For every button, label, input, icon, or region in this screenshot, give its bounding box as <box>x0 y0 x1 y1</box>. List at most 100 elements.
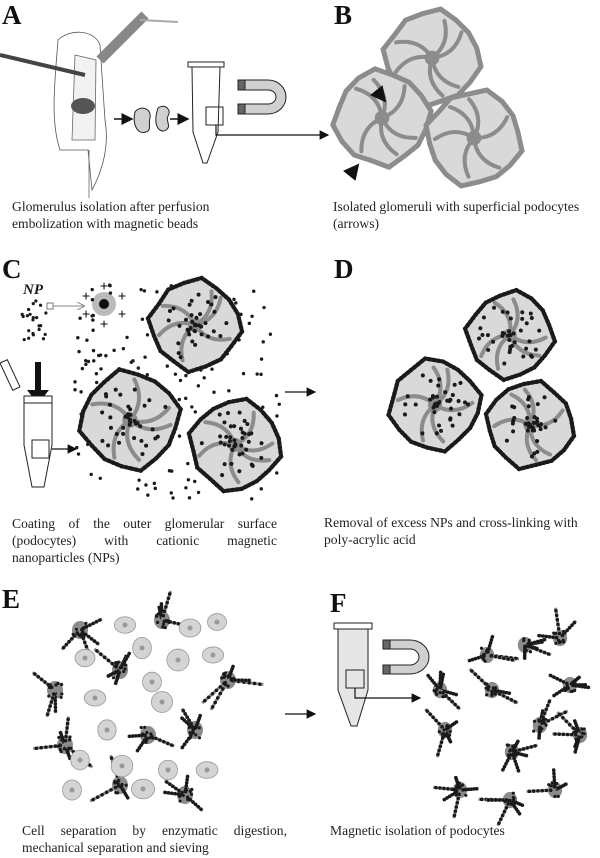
nanoparticle <box>481 315 486 320</box>
nanoparticle <box>255 372 259 376</box>
nanoparticle <box>466 787 471 792</box>
nanoparticle <box>137 733 141 738</box>
nanoparticle <box>510 343 515 348</box>
cell-mixture-e <box>31 590 264 812</box>
nanoparticle <box>549 330 555 336</box>
nanoparticle <box>194 733 198 737</box>
nanoparticle <box>507 798 511 803</box>
nanoparticle <box>186 328 191 333</box>
nanoparticle <box>171 430 176 435</box>
non-podocyte-cell <box>178 618 202 638</box>
nanoparticle <box>527 339 532 344</box>
nanoparticle <box>480 678 484 683</box>
nanoparticle <box>506 458 512 463</box>
nanoparticle <box>465 322 470 328</box>
nanoparticle <box>498 817 503 822</box>
nanoparticle <box>438 786 442 790</box>
nanoparticle <box>485 420 491 425</box>
nanoparticle <box>551 768 556 773</box>
nanoparticle <box>94 380 99 385</box>
nanoparticle <box>121 425 126 430</box>
nanoparticle <box>20 312 24 316</box>
nanoparticle <box>98 476 102 480</box>
nanoparticle <box>572 620 577 625</box>
nanoparticle <box>420 431 425 436</box>
nanoparticle <box>113 387 118 392</box>
nanoparticle <box>478 326 483 331</box>
nanoparticle <box>113 681 118 686</box>
nanoparticle <box>244 447 249 452</box>
nanoparticle <box>454 720 459 724</box>
nanoparticle <box>63 738 68 743</box>
nanoparticle <box>125 795 130 800</box>
nanoparticle <box>558 450 564 455</box>
nanoparticle <box>174 421 179 426</box>
nanoparticle <box>533 462 539 468</box>
nanoparticle <box>425 709 430 713</box>
nanoparticle <box>569 420 575 426</box>
nanoparticle <box>160 449 165 454</box>
nanoparticle <box>542 353 548 358</box>
nanoparticle <box>186 431 192 436</box>
glomerulus <box>462 287 558 383</box>
nanoparticle <box>27 307 31 312</box>
nanoparticle <box>436 383 441 388</box>
nanoparticle <box>449 443 454 448</box>
non-podocyte-cell <box>151 691 173 713</box>
nanoparticle <box>557 732 562 736</box>
nanoparticle <box>247 399 253 404</box>
nanoparticle <box>143 355 147 359</box>
nanoparticle <box>569 732 574 737</box>
nanoparticle <box>48 744 53 749</box>
nanoparticle <box>106 674 111 678</box>
nanoparticle <box>187 435 193 441</box>
nanoparticle <box>540 727 544 731</box>
podocyte <box>127 725 175 753</box>
nanoparticle <box>490 635 495 639</box>
nanoparticle <box>534 416 539 421</box>
nanoparticle <box>168 356 173 361</box>
nanoparticle <box>196 804 201 809</box>
nanoparticle <box>502 361 507 366</box>
nanoparticle <box>185 777 189 782</box>
non-podocyte-cell <box>142 671 162 693</box>
nanoparticle <box>177 411 182 417</box>
nanoparticle <box>89 472 93 477</box>
nanoparticle <box>154 456 159 461</box>
nanoparticle <box>89 392 94 398</box>
nanoparticle <box>548 326 553 332</box>
nanoparticle <box>86 439 92 445</box>
nanoparticle <box>204 411 210 417</box>
nanoparticle <box>463 787 468 792</box>
nanoparticle <box>493 692 497 696</box>
nanoparticle <box>583 683 588 687</box>
nanoparticle <box>231 340 237 345</box>
nanoparticle <box>563 710 567 715</box>
nanoparticle <box>493 688 497 693</box>
nanoparticle <box>486 798 491 802</box>
nanoparticle <box>445 796 449 800</box>
podocyte <box>526 768 568 799</box>
nanoparticle <box>537 719 541 723</box>
nanoparticle <box>428 397 433 402</box>
panel-label-b: B <box>334 0 353 30</box>
nanoparticle <box>539 638 543 643</box>
nanoparticle <box>191 800 195 804</box>
nanoparticle <box>78 423 83 429</box>
nanoparticle <box>128 466 134 471</box>
nanoparticle <box>159 385 165 390</box>
nanoparticle <box>195 420 200 426</box>
nanoparticle <box>156 620 160 624</box>
nanoparticle <box>528 650 533 654</box>
nanoparticle <box>476 406 481 411</box>
nanoparticle <box>573 744 577 749</box>
nanoparticle <box>142 403 147 408</box>
nanoparticle <box>474 786 479 791</box>
nanoparticle <box>176 351 181 356</box>
nanoparticle <box>239 329 245 334</box>
nanoparticle <box>220 473 225 478</box>
nanoparticle <box>53 702 58 706</box>
nanoparticle <box>521 381 527 387</box>
nanoparticle <box>106 458 112 464</box>
nanoparticle <box>454 805 459 809</box>
